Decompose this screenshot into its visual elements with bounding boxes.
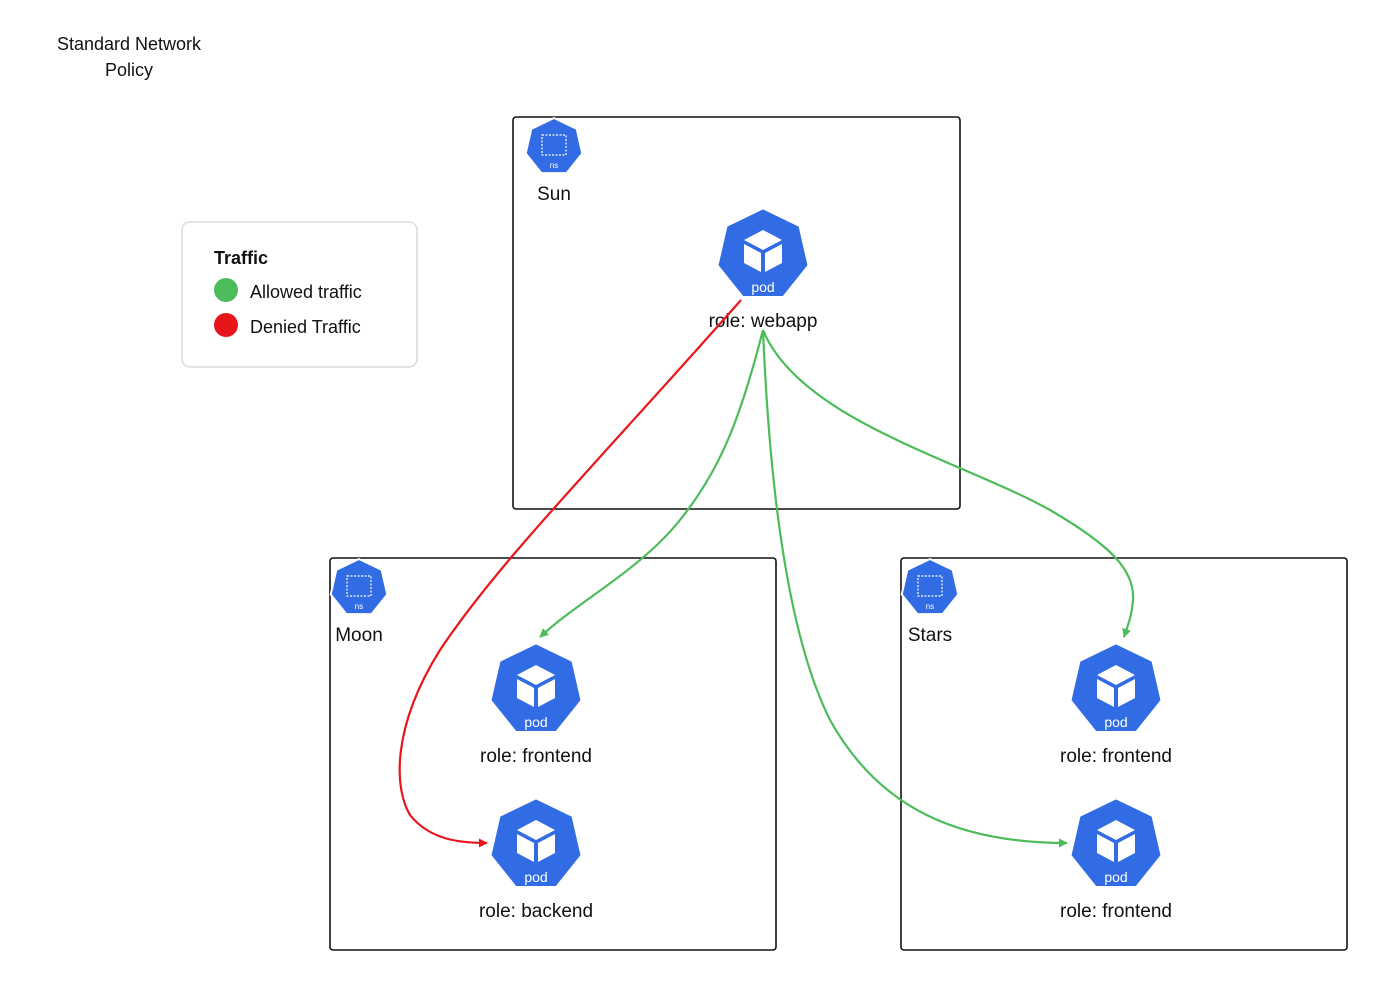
pod-moon-frontend: pod role: frontend: [480, 641, 592, 767]
denied-traffic-swatch: [214, 313, 238, 337]
pod-icon: pod: [1068, 641, 1164, 734]
pod-icon-label: pod: [524, 869, 547, 885]
namespace-icon-label: ns: [550, 161, 558, 170]
edge-webapp-to-stars-frontend-lower-allowed: [761, 329, 1068, 848]
legend-allowed-label: Allowed traffic: [250, 282, 362, 302]
namespace-moon-box: [329, 557, 777, 951]
edge-webapp-to-stars-frontend-allowed: [761, 329, 1135, 638]
namespace-stars: ns Stars: [900, 558, 960, 646]
edge-webapp-to-moon-frontend-allowed: [539, 329, 765, 638]
pod-icon: pod: [488, 641, 584, 734]
pod-icon: pod: [1068, 796, 1164, 889]
pod-stars-frontend: pod role: frontend: [1060, 641, 1172, 767]
pod-role-label: role: backend: [479, 901, 593, 922]
pod-stars-frontend-lower: pod role: frontend: [1060, 796, 1172, 922]
title-line-1: Standard Network: [57, 34, 202, 54]
pod-role-label: role: frontend: [1060, 746, 1172, 767]
edge-webapp-to-moon-backend-denied: [398, 299, 742, 848]
legend-title: Traffic: [214, 248, 268, 268]
title-line-2: Policy: [105, 60, 153, 80]
pod-role-label: role: webapp: [709, 311, 818, 332]
pod-moon-backend: pod role: backend: [479, 796, 593, 922]
pod-icon: pod: [715, 206, 811, 299]
namespace-icon: ns: [900, 558, 960, 616]
legend-denied-label: Denied Traffic: [250, 317, 361, 337]
namespace-moon-label: Moon: [335, 625, 383, 646]
namespace-icon-label: ns: [355, 602, 363, 611]
pod-sun-webapp: pod role: webapp: [709, 206, 818, 332]
namespace-icon: ns: [524, 117, 584, 175]
namespace-sun-label: Sun: [537, 184, 571, 205]
pod-icon-label: pod: [751, 279, 774, 295]
namespace-sun-box: [512, 116, 961, 510]
pod-icon-label: pod: [1104, 869, 1127, 885]
namespace-moon: ns Moon: [329, 558, 389, 646]
pod-icon-label: pod: [1104, 714, 1127, 730]
legend: Traffic Allowed traffic Denied Traffic: [181, 221, 418, 368]
pod-icon-label: pod: [524, 714, 547, 730]
namespace-stars-box: [900, 557, 1348, 951]
pod-role-label: role: frontend: [480, 746, 592, 767]
namespace-icon-label: ns: [926, 602, 934, 611]
diagram-title: Standard Network Policy: [57, 34, 202, 80]
pod-role-label: role: frontend: [1060, 901, 1172, 922]
allowed-traffic-swatch: [214, 278, 238, 302]
namespace-icon: ns: [329, 558, 389, 616]
traffic-edges: [398, 299, 1135, 848]
namespace-stars-label: Stars: [908, 625, 952, 646]
pod-icon: pod: [488, 796, 584, 889]
namespace-sun: ns Sun: [524, 117, 584, 205]
legend-box: [181, 221, 418, 368]
